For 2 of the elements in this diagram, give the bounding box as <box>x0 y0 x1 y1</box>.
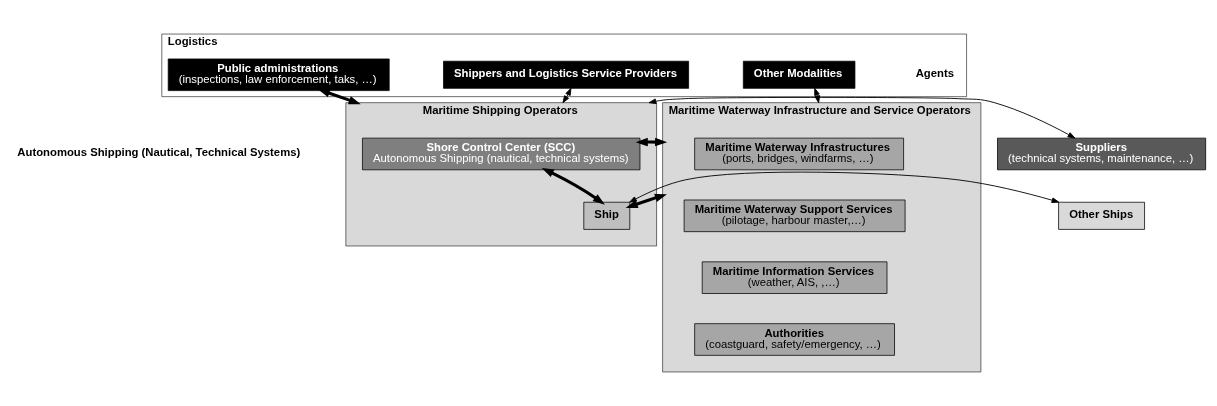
label: Autonomous Shipping (Nautical, Technical Systems) <box>17 145 301 158</box>
label: Agents <box>915 66 954 79</box>
